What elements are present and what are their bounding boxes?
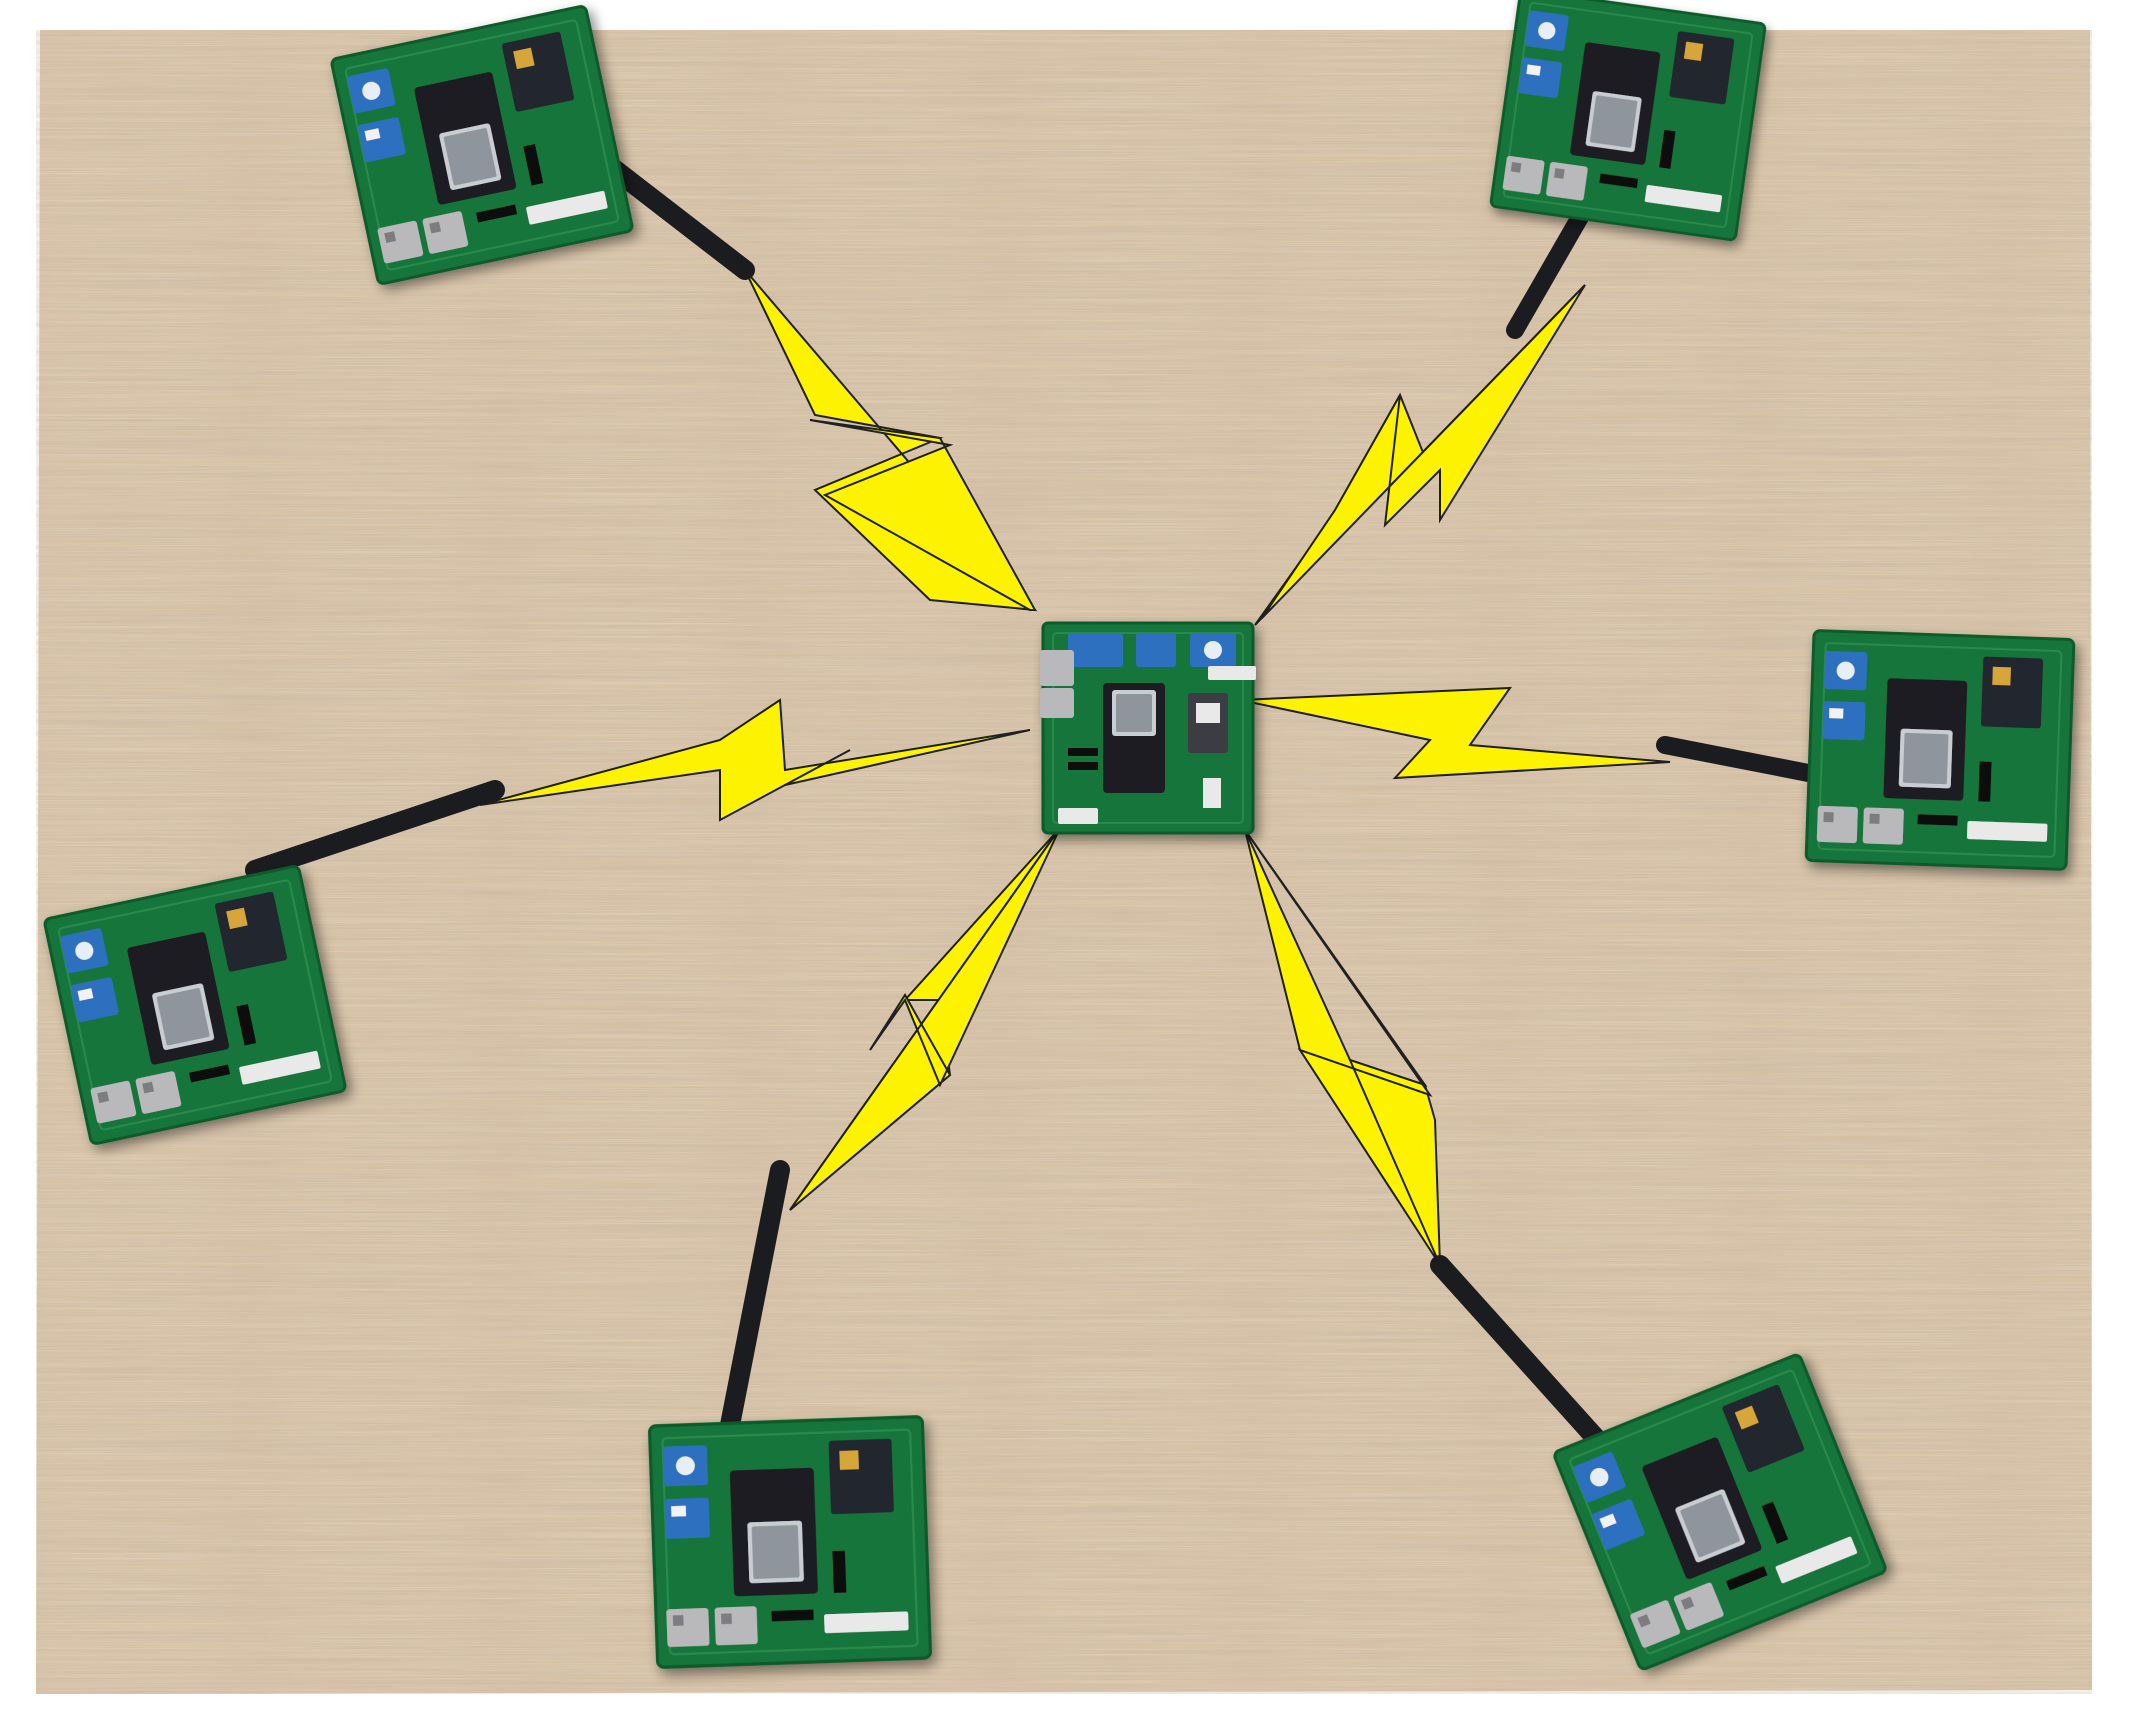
wood-tabletop (36, 30, 2092, 1694)
sensor-node-top-right (1489, 0, 1767, 242)
link-middle-right-lightning (1239, 686, 1671, 780)
link-top-right-lightning (1254, 284, 1586, 626)
sensor-node-bottom-left (647, 1414, 933, 1670)
antenna-bottom-left (720, 1160, 790, 1435)
link-bottom-right-lightning (1244, 829, 1441, 1266)
antenna-bottom-right (1430, 1255, 1630, 1475)
antenna-middle-left (245, 780, 505, 880)
sensor-node-middle-right (1804, 629, 2076, 871)
link-middle-left-lightning (479, 698, 1031, 822)
wireless-links (479, 269, 1671, 1266)
gateway-node (1038, 621, 1258, 835)
link-bottom-left-lightning (789, 827, 1061, 1211)
